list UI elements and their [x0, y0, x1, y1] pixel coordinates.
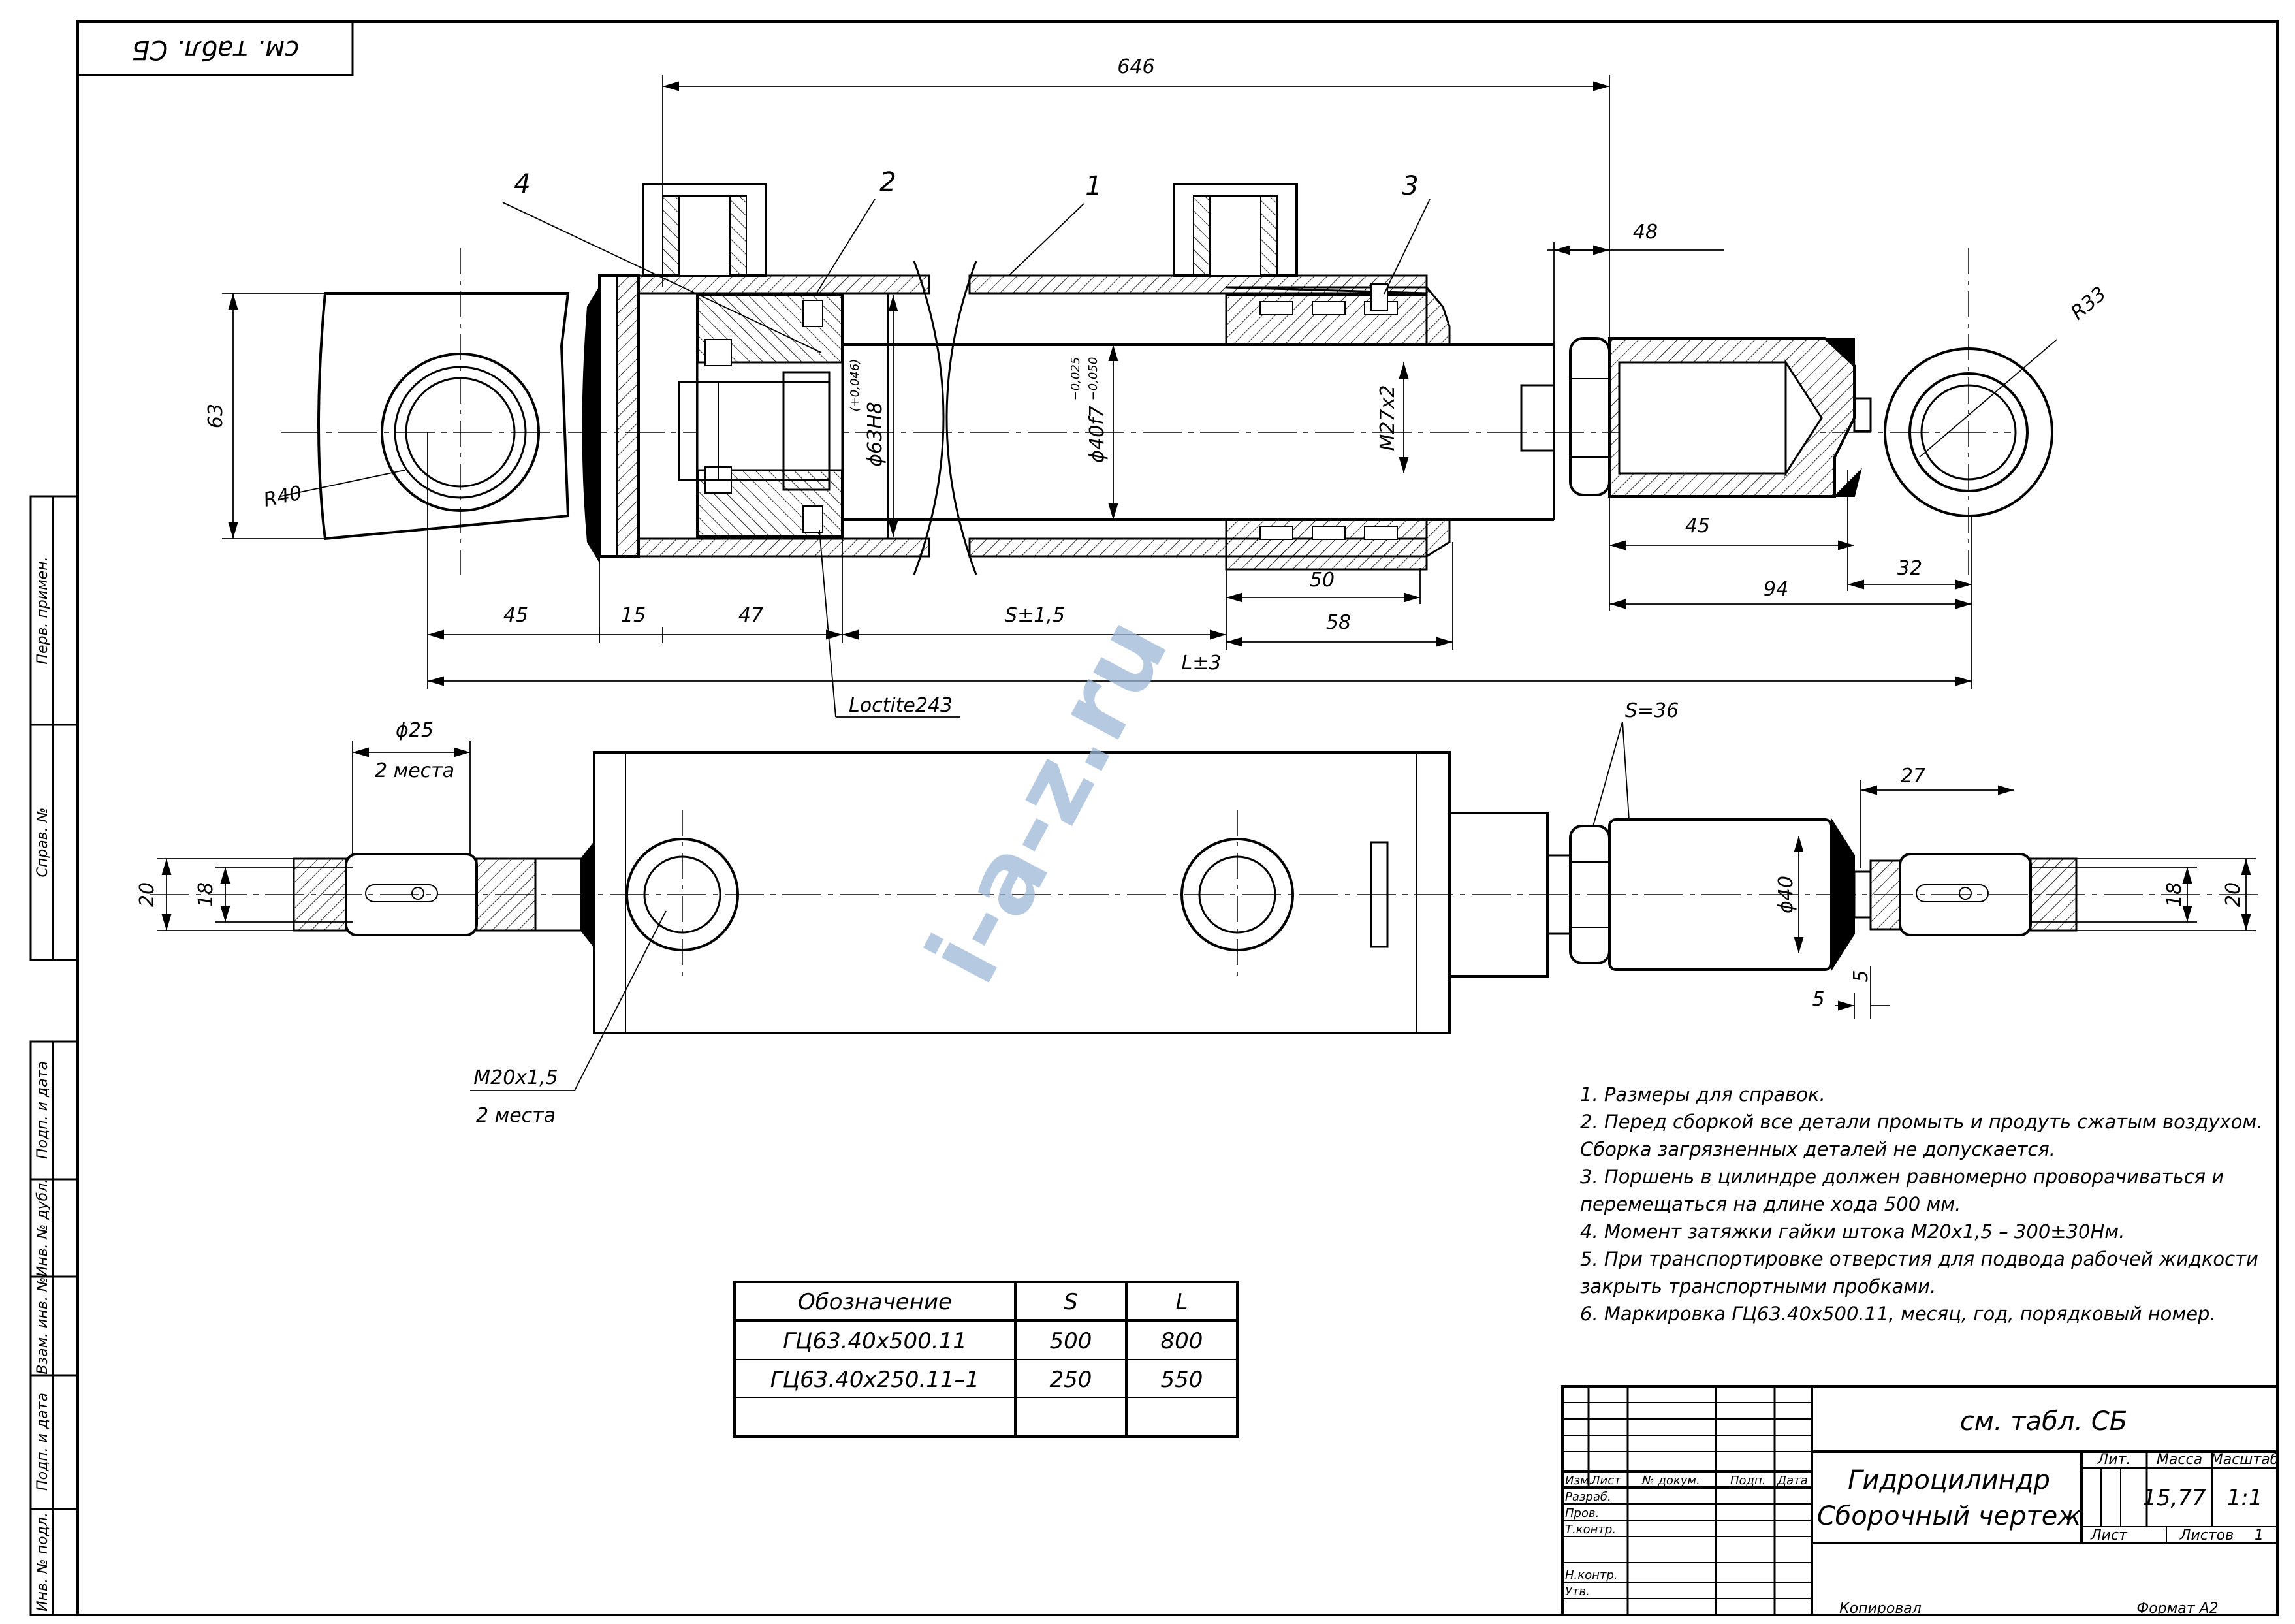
dim-length: L±3 — [1182, 652, 1222, 675]
dim-32: 32 — [1897, 557, 1922, 580]
table-header-designation: Обозначение — [798, 1289, 952, 1315]
table-cell: 250 — [1050, 1367, 1092, 1393]
title-format: Формат А2 — [2136, 1600, 2218, 1617]
dim-r40: R40 — [262, 481, 304, 512]
dim-94: 94 — [1764, 578, 1788, 601]
side-label: Инв. № подл. — [35, 1512, 51, 1612]
dim-phi63: ϕ63H8 — [864, 402, 887, 467]
title-col-data: Дата — [1777, 1474, 1808, 1488]
dim-48: 48 — [1633, 221, 1658, 244]
title-mass-label: Масса — [2157, 1452, 2202, 1468]
dim-phi40b: ϕ40 — [1775, 876, 1797, 914]
dim-18-right: 18 — [2163, 882, 2186, 907]
dim-63: 63 — [204, 404, 227, 428]
dim-stroke: S±1,5 — [1005, 604, 1065, 627]
dim-m20: M20x1,5 — [473, 1066, 558, 1089]
note-line: 1. Размеры для справок. — [1580, 1083, 1826, 1106]
side-label: Справ. № — [35, 807, 51, 877]
dim-m27: M27x2 — [1376, 385, 1399, 451]
note-line: 5. При транспортировке отверстия для под… — [1580, 1248, 2258, 1270]
title-row-prov: Пров. — [1565, 1506, 1599, 1520]
leader-loctite: Loctite243 — [849, 694, 953, 717]
dim-20-right: 20 — [2222, 882, 2245, 907]
title-mass: 15,77 — [2142, 1485, 2206, 1511]
note-line: 6. Маркировка ГЦ63.40х500.11, месяц, год… — [1580, 1303, 2216, 1325]
title-sheets-label: Листов — [2179, 1527, 2234, 1544]
title-row-nkontr: Н.контр. — [1565, 1568, 1618, 1582]
sheet-frame — [29, 20, 2279, 1616]
title-scale-label: Масштаб — [2211, 1452, 2279, 1468]
dim-15: 15 — [621, 604, 646, 627]
exterior-view — [150, 751, 2259, 1034]
exterior-dimensions — [157, 721, 2256, 1091]
callout-2: 2 — [879, 167, 896, 197]
note-line: Сборка загрязненных деталей не допускает… — [1580, 1138, 2056, 1160]
title-col-izm: Изм. — [1565, 1474, 1592, 1488]
dim-phi63-tolerance: (+0,046) — [848, 359, 862, 412]
title-sheets: 1 — [2255, 1527, 2264, 1544]
dim-s36: S=36 — [1625, 699, 1679, 722]
section-view — [281, 183, 2053, 575]
technical-notes: 1. Размеры для справок. 2. Перед сборкой… — [1580, 1081, 2263, 1328]
side-labels: Перв. примен. Справ. № Подп. и дата Инв.… — [35, 556, 51, 1611]
table-cell: 500 — [1050, 1328, 1092, 1354]
dim-20-left: 20 — [136, 882, 159, 907]
note-line: закрыть транспортными пробками. — [1580, 1275, 1937, 1298]
dim-phi40-lower-tolerance: −0,050 — [1086, 357, 1100, 401]
title-block — [1561, 1385, 2279, 1616]
title-sheet-label: Лист — [2090, 1527, 2128, 1544]
table-cell: 800 — [1161, 1328, 1203, 1354]
table-header-s: S — [1064, 1289, 1078, 1315]
dim-45-right: 45 — [1685, 515, 1710, 537]
dim-45-left: 45 — [503, 604, 528, 627]
dim-phi25: ϕ25 — [396, 719, 434, 742]
table-cell: 550 — [1161, 1367, 1203, 1393]
dim-places-a: 2 места — [375, 759, 454, 782]
callout-3: 3 — [1402, 171, 1418, 201]
title-name-line2: Сборочный чертеж — [1817, 1501, 2081, 1531]
dim-27: 27 — [1901, 765, 1925, 788]
dim-phi40: ϕ40f7 — [1086, 406, 1109, 463]
side-label: Подп. и дата — [35, 1061, 51, 1159]
note-line: перемещаться на длине хода 500 мм. — [1580, 1193, 1961, 1215]
table-cell: ГЦ63.40х250.11–1 — [770, 1367, 979, 1393]
title-lit-label: Лит. — [2097, 1452, 2131, 1468]
dim-phi40-upper-tolerance: −0,025 — [1069, 357, 1083, 401]
side-label: Инв. № дубл. — [35, 1179, 51, 1277]
title-row-razrab: Разраб. — [1565, 1490, 1611, 1504]
title-scale: 1:1 — [2227, 1485, 2263, 1511]
title-designation: см. табл. СБ — [1960, 1407, 2127, 1437]
title-col-doc: № докум. — [1641, 1474, 1700, 1488]
dim-5-vertical: 5 — [1850, 970, 1873, 982]
dim-r33: R33 — [2066, 282, 2111, 325]
dim-47: 47 — [738, 604, 763, 627]
dim-overall: 646 — [1117, 56, 1154, 78]
callout-4: 4 — [514, 169, 530, 199]
note-line: 4. Момент затяжки гайки штока М20х1,5 – … — [1580, 1220, 2125, 1243]
side-label: Подп. и дата — [35, 1393, 51, 1491]
title-row-utv: Утв. — [1565, 1585, 1590, 1599]
table-header-l: L — [1176, 1289, 1188, 1315]
dim-18-left: 18 — [195, 882, 217, 907]
callout-1: 1 — [1085, 171, 1101, 201]
dim-places-b: 2 места — [476, 1104, 556, 1127]
table-cell: ГЦ63.40х500.11 — [783, 1328, 967, 1354]
section-dimensions — [222, 75, 2057, 718]
title-name-line1: Гидроцилиндр — [1848, 1465, 2050, 1495]
title-row-tkontr: Т.контр. — [1565, 1523, 1616, 1536]
corner-stamp: см. табл. СБ — [132, 35, 299, 65]
title-col-podp: Подп. — [1730, 1474, 1765, 1488]
dim-50: 50 — [1310, 569, 1335, 592]
variants-table — [733, 1281, 1239, 1438]
watermark: i-a-z.ru — [906, 600, 1190, 1000]
dim-5-horizontal: 5 — [1812, 988, 1824, 1011]
note-line: 3. Поршень в цилиндре должен равномерно … — [1580, 1166, 2224, 1188]
side-label: Взам. инв. № — [35, 1277, 51, 1374]
title-col-list: Лист — [1591, 1474, 1621, 1488]
note-line: 2. Перед сборкой все детали промыть и пр… — [1580, 1111, 2263, 1133]
dim-58: 58 — [1326, 611, 1351, 634]
side-label: Перв. примен. — [35, 556, 51, 664]
title-copied: Копировал — [1839, 1600, 1922, 1617]
